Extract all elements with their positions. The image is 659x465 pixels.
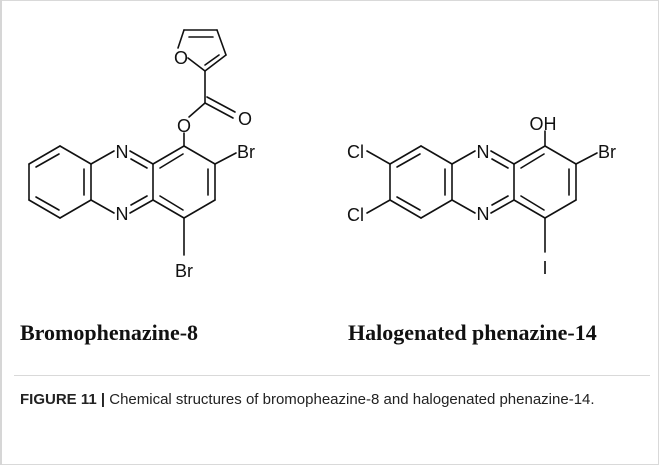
atom-label-iodine: I	[542, 258, 547, 278]
figure-caption: FIGURE 11 | Chemical structures of bromo…	[20, 388, 635, 411]
structure-halogenated-phenazine-14: N N OH Br Cl Cl I	[347, 114, 616, 278]
bonds-halogenated-phenazine-14	[366, 130, 598, 253]
atom-label-cl-bottom: Cl	[347, 205, 364, 225]
atom-label-oh: OH	[530, 114, 557, 134]
atom-label-br-ring: Br	[237, 142, 255, 162]
atom-label-o-carbonyl: O	[238, 109, 252, 129]
atom-label-n-bottom: N	[477, 204, 490, 224]
figure-caption-label: FIGURE 11 |	[20, 391, 106, 408]
structure-bromophenazine-8: N N O O O Br Br	[28, 29, 255, 281]
atom-label-cl-top: Cl	[347, 142, 364, 162]
chemical-structures: N N O O O Br Br	[28, 29, 616, 281]
figure-left-border	[0, 0, 2, 465]
bonds-bromophenazine-8	[28, 29, 237, 256]
atom-label-br-bottom: Br	[175, 261, 193, 281]
compound-name-halogenated-phenazine-14: Halogenated phenazine-14	[348, 320, 597, 345]
compound-name-bromophenazine-8: Bromophenazine-8	[20, 320, 199, 345]
caption-divider	[14, 375, 650, 376]
atom-label-o-furan: O	[174, 48, 188, 68]
atom-label-o-ester: O	[177, 116, 191, 136]
atom-label-n-top: N	[116, 142, 129, 162]
atom-label-n-top: N	[477, 142, 490, 162]
figure-caption-text: Chemical structures of bromopheazine-8 a…	[109, 391, 595, 408]
atom-label-n-bottom: N	[116, 204, 129, 224]
atom-label-br-ring: Br	[598, 142, 616, 162]
